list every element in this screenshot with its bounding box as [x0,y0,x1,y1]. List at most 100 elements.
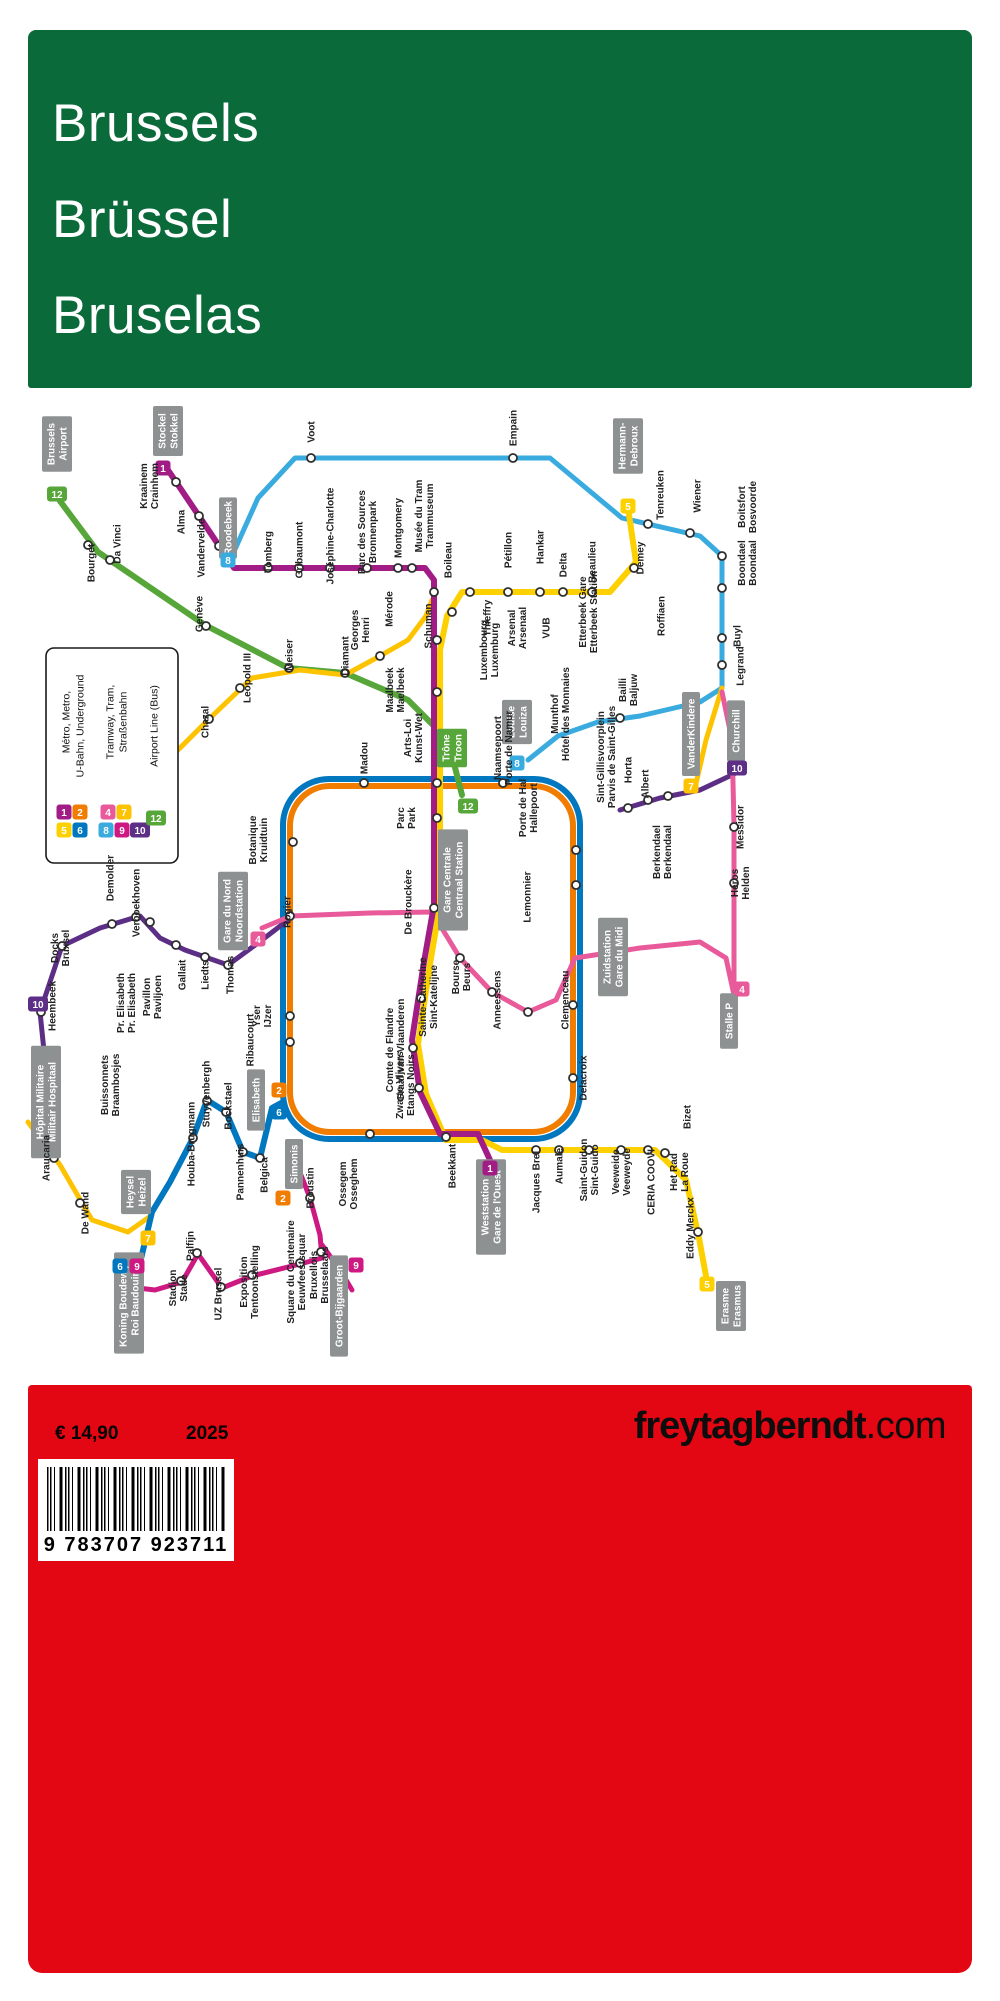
line-badge-1: 1 [155,460,171,476]
station-label: Mérode [385,591,396,627]
station-dot [432,813,442,823]
svg-text:Docks: Docks [50,933,61,963]
line-badge-6: 6 [72,822,88,838]
legend-label: Tramway, Tram, [105,685,117,760]
station-dot [717,633,727,643]
station-label: Bizet [683,1104,694,1129]
station-dot [263,563,273,573]
station-dot [554,1145,564,1155]
station-dot [455,953,465,963]
svg-text:Stuyvenbergh: Stuyvenbergh [202,1061,213,1128]
line-badge-2: 2 [271,1082,287,1098]
cover-header: Brussels Brüssel Bruselas [28,30,972,388]
station-label: Stuyvenbergh [202,1061,213,1128]
station-label: Horta [624,757,635,784]
svg-text:Maelbeek: Maelbeek [396,667,407,712]
station-dot [235,683,245,693]
svg-text:Tramway, Tram,: Tramway, Tram, [105,685,117,760]
station-label: Ribaucourt [246,1013,257,1066]
station-label: Palfijn [186,1231,197,1261]
svg-text:9: 9 [119,826,125,837]
station-dot [255,1153,265,1163]
svg-text:Demolder: Demolder [106,855,117,901]
line-badge-1: 1 [56,804,72,820]
svg-text:1: 1 [61,808,67,819]
svg-text:Jacques Brel: Jacques Brel [532,1151,543,1213]
station-dot [729,878,739,888]
line-badge-6: 6 [271,1104,287,1120]
line-badge-8: 8 [98,822,114,838]
line-badge-4: 4 [734,981,750,997]
svg-text:Roffiaen: Roffiaen [657,596,668,636]
svg-text:Saint-Guidon: Saint-Guidon [579,1139,590,1202]
svg-text:Roi Baudouin: Roi Baudouin [131,1271,142,1336]
station-dot [176,1276,186,1286]
station-dot [171,940,181,950]
station-dot [362,563,372,573]
svg-text:5: 5 [704,1280,710,1291]
svg-text:Paviljoen: Paviljoen [153,975,164,1019]
line-badge-10: 10 [28,996,48,1012]
svg-text:8: 8 [514,759,520,770]
station-dot [432,687,442,697]
svg-text:Rogier: Rogier [283,896,294,928]
station-label: Jacques Brel [532,1151,543,1213]
station-label: Pétillon [504,532,515,568]
station-dot [571,880,581,890]
svg-text:Hôtel des Monnaies: Hôtel des Monnaies [561,667,572,761]
svg-text:Madou: Madou [360,742,371,774]
svg-text:Mérode: Mérode [385,591,396,627]
title-en: Brussels [52,94,260,153]
station-dot [717,583,727,593]
station-label: Buyl [733,625,744,647]
year-label: 2025 [186,1423,229,1444]
svg-text:Gallait: Gallait [178,959,189,990]
line-badge-2: 2 [275,1190,291,1206]
svg-text:10: 10 [731,764,743,775]
station-dot [643,519,653,529]
svg-text:7: 7 [121,808,127,819]
svg-text:4: 4 [255,935,261,946]
svg-text:Militair Hospitaal: Militair Hospitaal [48,1062,59,1142]
station-dot [487,987,497,997]
svg-text:12: 12 [150,814,162,825]
svg-text:Henri: Henri [361,617,372,643]
station-label: Verboekhoven [132,869,143,937]
station-label: Gribaumont [295,521,306,578]
station-dot [465,587,475,597]
station-dot [535,587,545,597]
terminus-box: Simonis [285,1139,303,1189]
station-dot [523,1007,533,1017]
svg-text:Meiser: Meiser [285,639,296,671]
svg-text:Groot-Bijgaarden: Groot-Bijgaarden [335,1265,346,1347]
svg-text:Pr. Elisabeth: Pr. Elisabeth [116,973,127,1033]
terminus-box: Groot-Bijgaarden [330,1255,348,1357]
line-badge-10: 10 [727,760,747,776]
svg-text:La Roue: La Roue [680,1152,691,1192]
svg-text:Arsenal: Arsenal [507,609,518,646]
svg-text:Debroux: Debroux [630,425,641,466]
station-dot [414,1083,424,1093]
svg-text:Park: Park [407,807,418,829]
legend-label: Airport Line (Bus) [149,685,161,767]
station-dot [623,803,633,813]
station-dot [393,563,403,573]
svg-text:Veeweyde: Veeweyde [622,1148,633,1196]
svg-text:Louise: Louise [507,705,518,738]
svg-text:10: 10 [32,1000,44,1011]
station-dot [584,1145,594,1155]
svg-text:7: 7 [145,1234,151,1245]
station-dot [729,822,739,832]
